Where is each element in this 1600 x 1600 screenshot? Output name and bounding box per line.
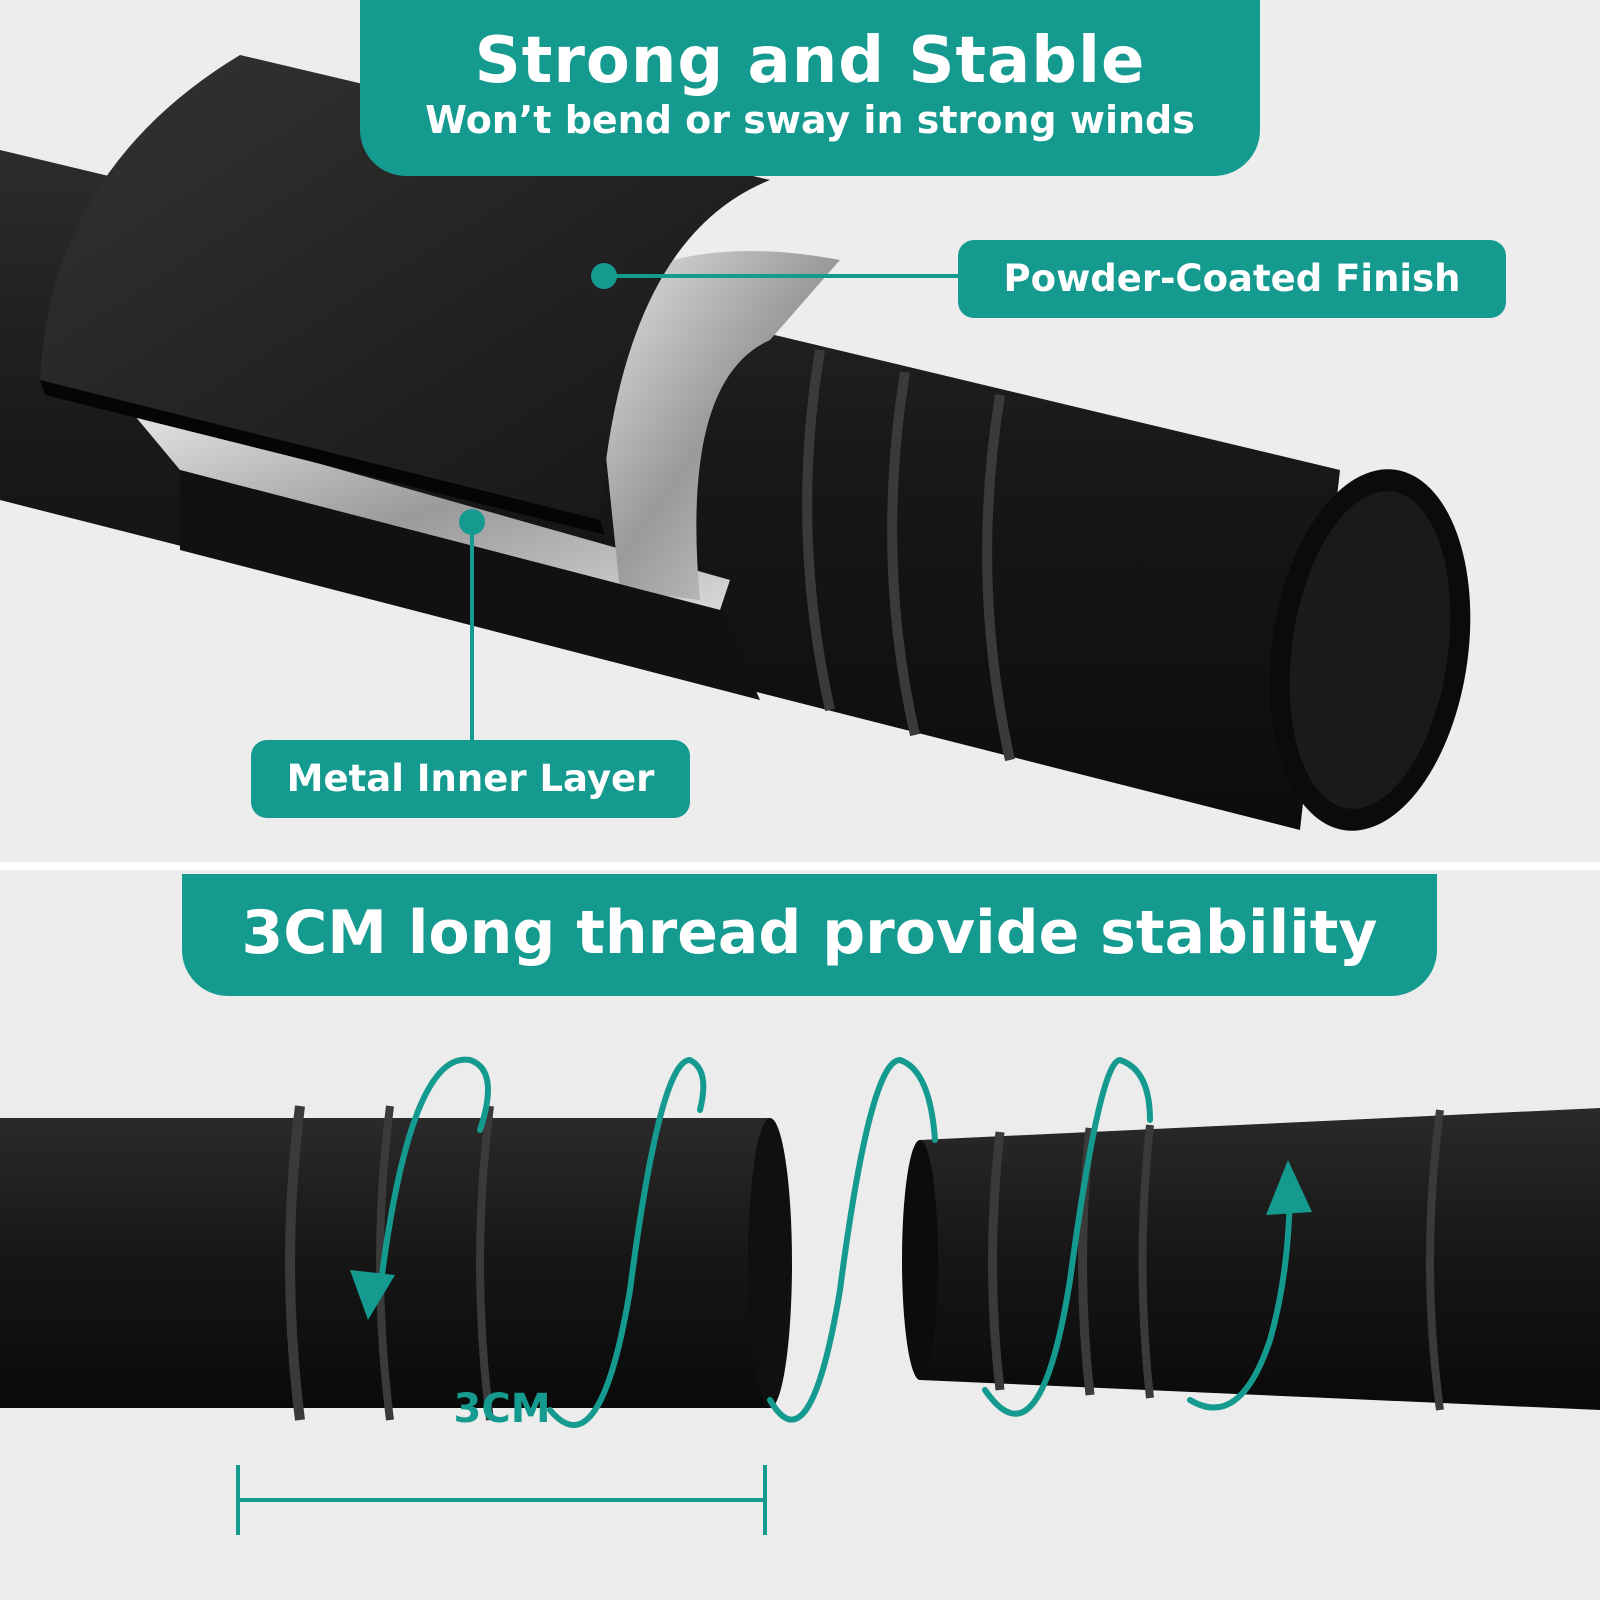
top-panel: Strong and Stable Won’t bend or sway in … <box>0 0 1506 831</box>
powder-callout-dot <box>591 263 617 289</box>
bottom-header-title: 3CM long thread provide stability <box>241 898 1378 968</box>
rotate-down-arrow-icon <box>350 1270 395 1320</box>
right-pole-segment <box>902 1108 1600 1411</box>
thread-spiral <box>377 1056 1293 1428</box>
section-divider <box>0 862 1600 870</box>
measurement-label: 3CM <box>453 1386 551 1432</box>
powder-coated-finish-callout: Powder-Coated Finish <box>958 240 1506 318</box>
measurement-bracket <box>236 1465 767 1535</box>
bottom-panel: 3CM long thread provide stability 3CM <box>0 870 1600 1600</box>
top-header-title: Strong and Stable <box>474 24 1146 98</box>
pole-cutaway-illustration <box>0 55 1471 831</box>
left-pole-segment <box>0 1105 792 1421</box>
leader-lines <box>470 274 958 740</box>
metal-inner-layer-callout: Metal Inner Layer <box>251 740 690 818</box>
top-header-subtitle: Won’t bend or sway in strong winds <box>425 98 1195 142</box>
metal-callout-dot <box>459 509 485 535</box>
thread-connection-illustration <box>0 1056 1600 1535</box>
bottom-header-banner: 3CM long thread provide stability <box>182 874 1437 996</box>
top-header-banner: Strong and Stable Won’t bend or sway in … <box>360 0 1260 176</box>
rotate-up-arrow-icon <box>1266 1160 1312 1215</box>
